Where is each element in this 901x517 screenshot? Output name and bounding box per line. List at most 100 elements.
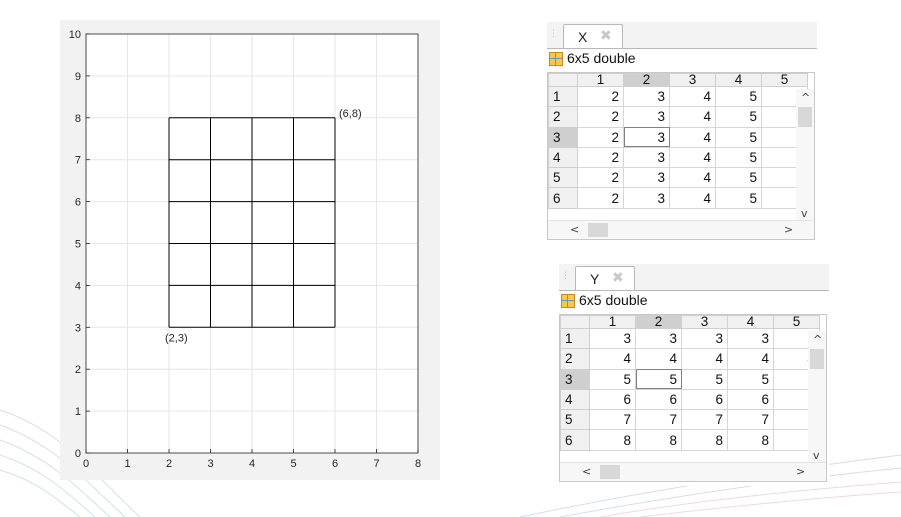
horizontal-scrollbar[interactable]: < > [560, 462, 826, 481]
scrollbar-thumb[interactable] [810, 349, 824, 369]
table-cell[interactable]: 3 [589, 327, 636, 350]
row-header[interactable]: 1 [548, 85, 578, 108]
data-grid[interactable]: 1234512345622345632345642345652345662345… [547, 72, 815, 240]
table-cell[interactable]: 8 [727, 429, 774, 451]
row-header[interactable]: 6 [548, 187, 578, 209]
scroll-down-icon[interactable]: v [801, 207, 808, 220]
table-cell[interactable]: 7 [681, 409, 728, 431]
drag-grip-icon[interactable]: ⋮ [561, 271, 570, 281]
close-icon[interactable]: ✖ [600, 28, 612, 44]
table-cell[interactable]: 2 [577, 126, 624, 148]
scrollbar-thumb[interactable] [798, 107, 812, 127]
row-header[interactable]: 3 [548, 126, 578, 148]
tab-x[interactable]: X ✖ [563, 24, 623, 48]
table-cell[interactable]: 6 [635, 388, 682, 411]
row-header[interactable]: 4 [560, 388, 590, 411]
scroll-right-icon[interactable]: > [784, 223, 794, 236]
column-header[interactable]: 3 [681, 315, 728, 329]
scroll-up-icon[interactable]: ^ [813, 333, 823, 346]
table-cell[interactable]: 3 [623, 146, 670, 169]
horizontal-scrollbar[interactable]: < > [548, 220, 814, 239]
table-cell[interactable]: 3 [623, 187, 670, 209]
table-cell[interactable]: 5 [681, 368, 728, 390]
y-tick-label: 10 [69, 29, 81, 41]
table-cell[interactable]: 4 [635, 348, 682, 370]
scroll-left-icon[interactable]: < [570, 223, 580, 236]
scrollbar-thumb[interactable] [588, 223, 608, 237]
table-row: 623456 [548, 187, 808, 209]
close-icon[interactable]: ✖ [612, 270, 624, 286]
row-header[interactable]: 3 [560, 368, 590, 390]
table-cell[interactable]: 5 [635, 368, 682, 390]
table-cell[interactable]: 7 [635, 409, 682, 431]
table-cell[interactable]: 5 [727, 368, 774, 390]
table-cell[interactable]: 3 [623, 85, 670, 108]
scroll-right-icon[interactable]: > [796, 465, 806, 478]
table-cell[interactable]: 7 [589, 409, 636, 431]
table-cell[interactable]: 2 [577, 167, 624, 189]
scroll-up-icon[interactable]: ^ [801, 91, 811, 104]
column-header[interactable]: 2 [635, 315, 682, 329]
table-cell[interactable]: 4 [589, 348, 636, 370]
table-cell[interactable]: 5 [715, 85, 762, 108]
table-cell[interactable]: 5 [715, 167, 762, 189]
table-cell[interactable]: 3 [635, 327, 682, 350]
table-cell[interactable]: 5 [715, 146, 762, 169]
scrollbar-thumb[interactable] [600, 465, 620, 479]
row-header[interactable]: 2 [560, 348, 590, 370]
column-header[interactable]: 5 [773, 315, 820, 329]
table-cell[interactable]: 2 [577, 146, 624, 169]
column-header[interactable]: 2 [623, 73, 670, 87]
data-grid[interactable]: 1234513333324444435555546666657777768888… [559, 314, 827, 482]
table-cell[interactable]: 8 [635, 429, 682, 451]
table-cell[interactable]: 8 [589, 429, 636, 451]
corner-header[interactable] [560, 315, 590, 329]
vertical-scrollbar[interactable]: ^ v [808, 331, 826, 464]
table-cell[interactable]: 4 [669, 85, 716, 108]
table-cell[interactable]: 5 [715, 106, 762, 128]
scroll-left-icon[interactable]: < [582, 465, 592, 478]
column-header[interactable]: 4 [715, 73, 762, 87]
row-header[interactable]: 5 [560, 409, 590, 431]
corner-header[interactable] [548, 73, 578, 87]
table-cell[interactable]: 6 [727, 388, 774, 411]
row-header[interactable]: 4 [548, 146, 578, 169]
row-header[interactable]: 1 [560, 327, 590, 350]
column-header[interactable]: 1 [577, 73, 624, 87]
x-tick-label: 8 [415, 458, 421, 470]
tab-y[interactable]: Y ✖ [575, 266, 635, 290]
table-cell[interactable]: 4 [727, 348, 774, 370]
table-cell[interactable]: 5 [715, 187, 762, 209]
column-header[interactable]: 5 [761, 73, 808, 87]
column-header[interactable]: 4 [727, 315, 774, 329]
row-header[interactable]: 6 [560, 429, 590, 451]
scroll-down-icon[interactable]: v [813, 449, 820, 462]
x-tick-label: 4 [249, 458, 255, 470]
drag-grip-icon[interactable]: ⋮ [549, 29, 558, 39]
table-cell[interactable]: 4 [669, 146, 716, 169]
table-cell[interactable]: 5 [715, 126, 762, 148]
table-cell[interactable]: 3 [681, 327, 728, 350]
row-header[interactable]: 2 [548, 106, 578, 128]
table-cell[interactable]: 4 [669, 106, 716, 128]
table-cell[interactable]: 6 [681, 388, 728, 411]
row-header[interactable]: 5 [548, 167, 578, 189]
table-cell[interactable]: 4 [669, 187, 716, 209]
table-cell[interactable]: 6 [589, 388, 636, 411]
vertical-scrollbar[interactable]: ^ v [796, 89, 814, 222]
table-cell[interactable]: 8 [681, 429, 728, 451]
table-cell[interactable]: 7 [727, 409, 774, 431]
table-cell[interactable]: 2 [577, 85, 624, 108]
table-cell[interactable]: 3 [727, 327, 774, 350]
table-cell[interactable]: 4 [669, 126, 716, 148]
table-cell[interactable]: 4 [669, 167, 716, 189]
table-cell[interactable]: 2 [577, 187, 624, 209]
column-header[interactable]: 1 [589, 315, 636, 329]
table-cell[interactable]: 3 [623, 167, 670, 189]
table-cell[interactable]: 4 [681, 348, 728, 370]
column-header[interactable]: 3 [669, 73, 716, 87]
table-cell[interactable]: 3 [623, 106, 670, 128]
table-cell[interactable]: 5 [589, 368, 636, 390]
table-cell[interactable]: 2 [577, 106, 624, 128]
table-cell[interactable]: 3 [623, 126, 670, 148]
